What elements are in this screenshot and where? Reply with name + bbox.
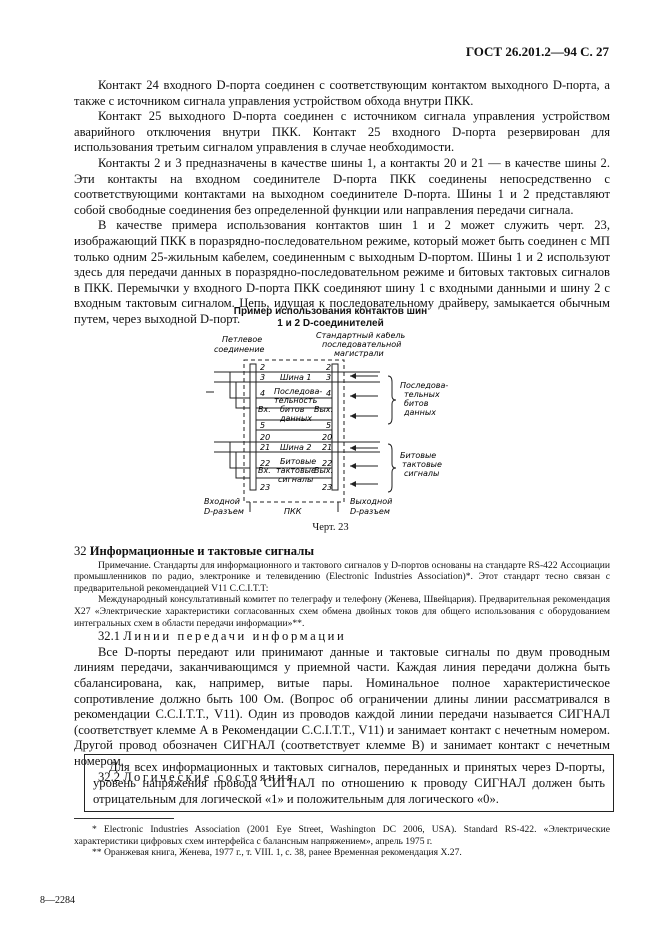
- bits-label: данных: [279, 414, 312, 423]
- pin-number: 21: [260, 443, 270, 452]
- section-32: 32 Информационные и тактовые сигналы При…: [74, 544, 610, 785]
- pin-number: 3: [260, 373, 265, 382]
- clk-label: сигналы: [278, 475, 313, 484]
- out-label: Вых.: [314, 405, 333, 414]
- paragraph: В качестве примера использования контакт…: [74, 218, 610, 326]
- note-paragraph: Примечание. Стандарты для информационног…: [74, 559, 610, 594]
- figure-caption: Черт. 23: [312, 522, 349, 533]
- pin-number: 22: [260, 459, 270, 468]
- pkk-label: ПКК: [284, 507, 302, 516]
- pin-number: 4: [326, 389, 331, 398]
- subsection-heading: 32.1 Линии передачи информации: [74, 629, 610, 645]
- in-label: Вх.: [258, 405, 271, 414]
- right-label: Битовые: [400, 451, 436, 460]
- bus-diagram: Петлевое соединение Стандартный кабель п…: [204, 332, 448, 516]
- right-label: тельных: [404, 390, 440, 399]
- right-label: тактовые: [402, 460, 442, 469]
- bus1-label: Шина 1: [280, 373, 312, 382]
- paragraph: Контакт 25 выходного D-порта соединен с …: [74, 109, 610, 155]
- pin-number: 2: [326, 363, 331, 372]
- in-label: Вх.: [258, 466, 271, 475]
- paragraph: Контакты 2 и 3 предназначены в качестве …: [74, 155, 610, 217]
- pin-number: 4: [260, 389, 265, 398]
- seq-label: тельность: [274, 396, 318, 405]
- cable-label: Стандартный кабель: [316, 332, 406, 340]
- intro-text: Контакт 24 входного D-порта соединен с с…: [74, 78, 610, 328]
- pin-number: 23: [260, 483, 270, 492]
- input-connector: [249, 363, 257, 491]
- pin-number: 5: [260, 421, 265, 430]
- clk-label: тактовые: [276, 466, 316, 475]
- clk-label: Битовые: [280, 457, 316, 466]
- right-label: сигналы: [404, 469, 439, 478]
- pin-number: 21: [322, 443, 332, 452]
- output-port-label: D-разъем: [350, 507, 390, 516]
- right-label: Последова-: [400, 381, 448, 390]
- footnote: ** Оранжевая книга, Женева, 1977 г., т. …: [92, 847, 462, 859]
- subsection-number: 32.2: [98, 769, 121, 784]
- figure-title-line: 1 и 2 D-соединителей: [277, 318, 384, 329]
- pin-number: 5: [326, 421, 331, 430]
- subsection-title: Логические состояния: [123, 769, 296, 784]
- cable-label: последовательной: [322, 340, 401, 349]
- pin-number: 3: [326, 373, 331, 382]
- note-paragraph: Международный консультативный комитет по…: [74, 594, 610, 629]
- footnotes: * Electronic Industries Association (200…: [74, 824, 610, 859]
- footnote-divider: [74, 818, 174, 819]
- right-label: данных: [403, 408, 436, 417]
- paragraph: Все D-порты передают или принимают данны…: [74, 644, 610, 768]
- bits-label: битов: [280, 405, 305, 414]
- pin-number: 20: [260, 433, 270, 442]
- section-heading: 32 Информационные и тактовые сигналы: [74, 544, 610, 560]
- page-code: 8—2284: [40, 895, 75, 906]
- subsection-heading: 32.2 Логические состояния: [74, 770, 610, 786]
- section-title: Информационные и тактовые сигналы: [89, 544, 315, 558]
- footnote: * Electronic Industries Association (200…: [74, 824, 610, 847]
- boxed-requirement: Для всех информационных и тактовых сигна…: [84, 754, 614, 812]
- loop-label: Петлевое: [222, 335, 262, 344]
- seq-label: Последова-: [274, 387, 322, 396]
- output-port-label: Выходной: [350, 497, 392, 506]
- cable-label: магистрали: [334, 349, 384, 358]
- bus2-label: Шина 2: [280, 443, 312, 452]
- pin-number: 22: [322, 459, 332, 468]
- paragraph: Контакт 24 входного D-порта соединен с с…: [74, 78, 610, 108]
- section-number: 32: [74, 544, 87, 558]
- out-label: Вых.: [314, 466, 333, 475]
- pin-number: 20: [322, 433, 332, 442]
- input-port-label: Входной: [204, 497, 240, 506]
- subsection-number: 32.1: [98, 629, 121, 644]
- output-connector: [331, 363, 339, 491]
- loop-label: соединение: [214, 345, 265, 354]
- figure-title-line: Пример использования контактов шин: [233, 306, 428, 317]
- pin-number: 2: [260, 363, 265, 372]
- input-port-label: D-разъем: [204, 507, 244, 516]
- figure-title: Пример использования контактов шин 1 и 2…: [0, 306, 661, 330]
- right-label: битов: [404, 399, 429, 408]
- subsection-title: Линии передачи информации: [123, 629, 347, 644]
- page-header: ГОСТ 26.201.2—94 С. 27: [465, 44, 609, 59]
- pin-number: 23: [322, 483, 332, 492]
- boxed-text: Для всех информационных и тактовых сигна…: [93, 760, 605, 806]
